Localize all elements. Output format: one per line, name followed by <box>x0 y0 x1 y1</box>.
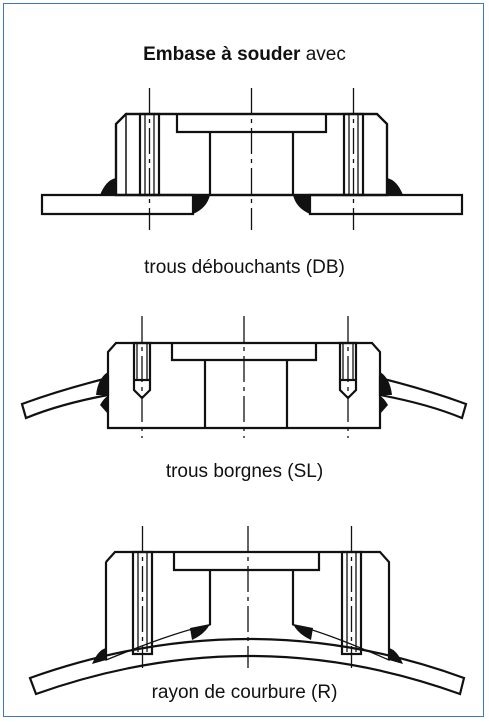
weld-right <box>389 648 403 664</box>
curved-plate <box>28 637 466 696</box>
title-bold: Embase à souder <box>143 44 301 65</box>
caption-curvature-radius: rayon de courbure (R) <box>151 682 338 703</box>
title-normal: avec <box>305 44 346 65</box>
weld-inner-left <box>193 195 210 214</box>
drawing-through-holes <box>40 88 464 230</box>
weld-inner-right <box>293 195 310 214</box>
figure-title: Embase à souder avec <box>0 44 489 66</box>
weld-right <box>380 372 392 395</box>
weld-left <box>100 178 116 195</box>
weld-right <box>387 178 403 195</box>
weld-left <box>96 372 108 395</box>
caption-through-holes: trous débouchants (DB) <box>144 257 345 278</box>
weld-left <box>92 648 106 664</box>
drawing-blind-holes <box>20 316 468 438</box>
drawing-curvature-radius <box>28 526 466 696</box>
caption-blind-holes: trous borgnes (SL) <box>165 461 324 482</box>
weld-flange-body <box>106 341 382 430</box>
